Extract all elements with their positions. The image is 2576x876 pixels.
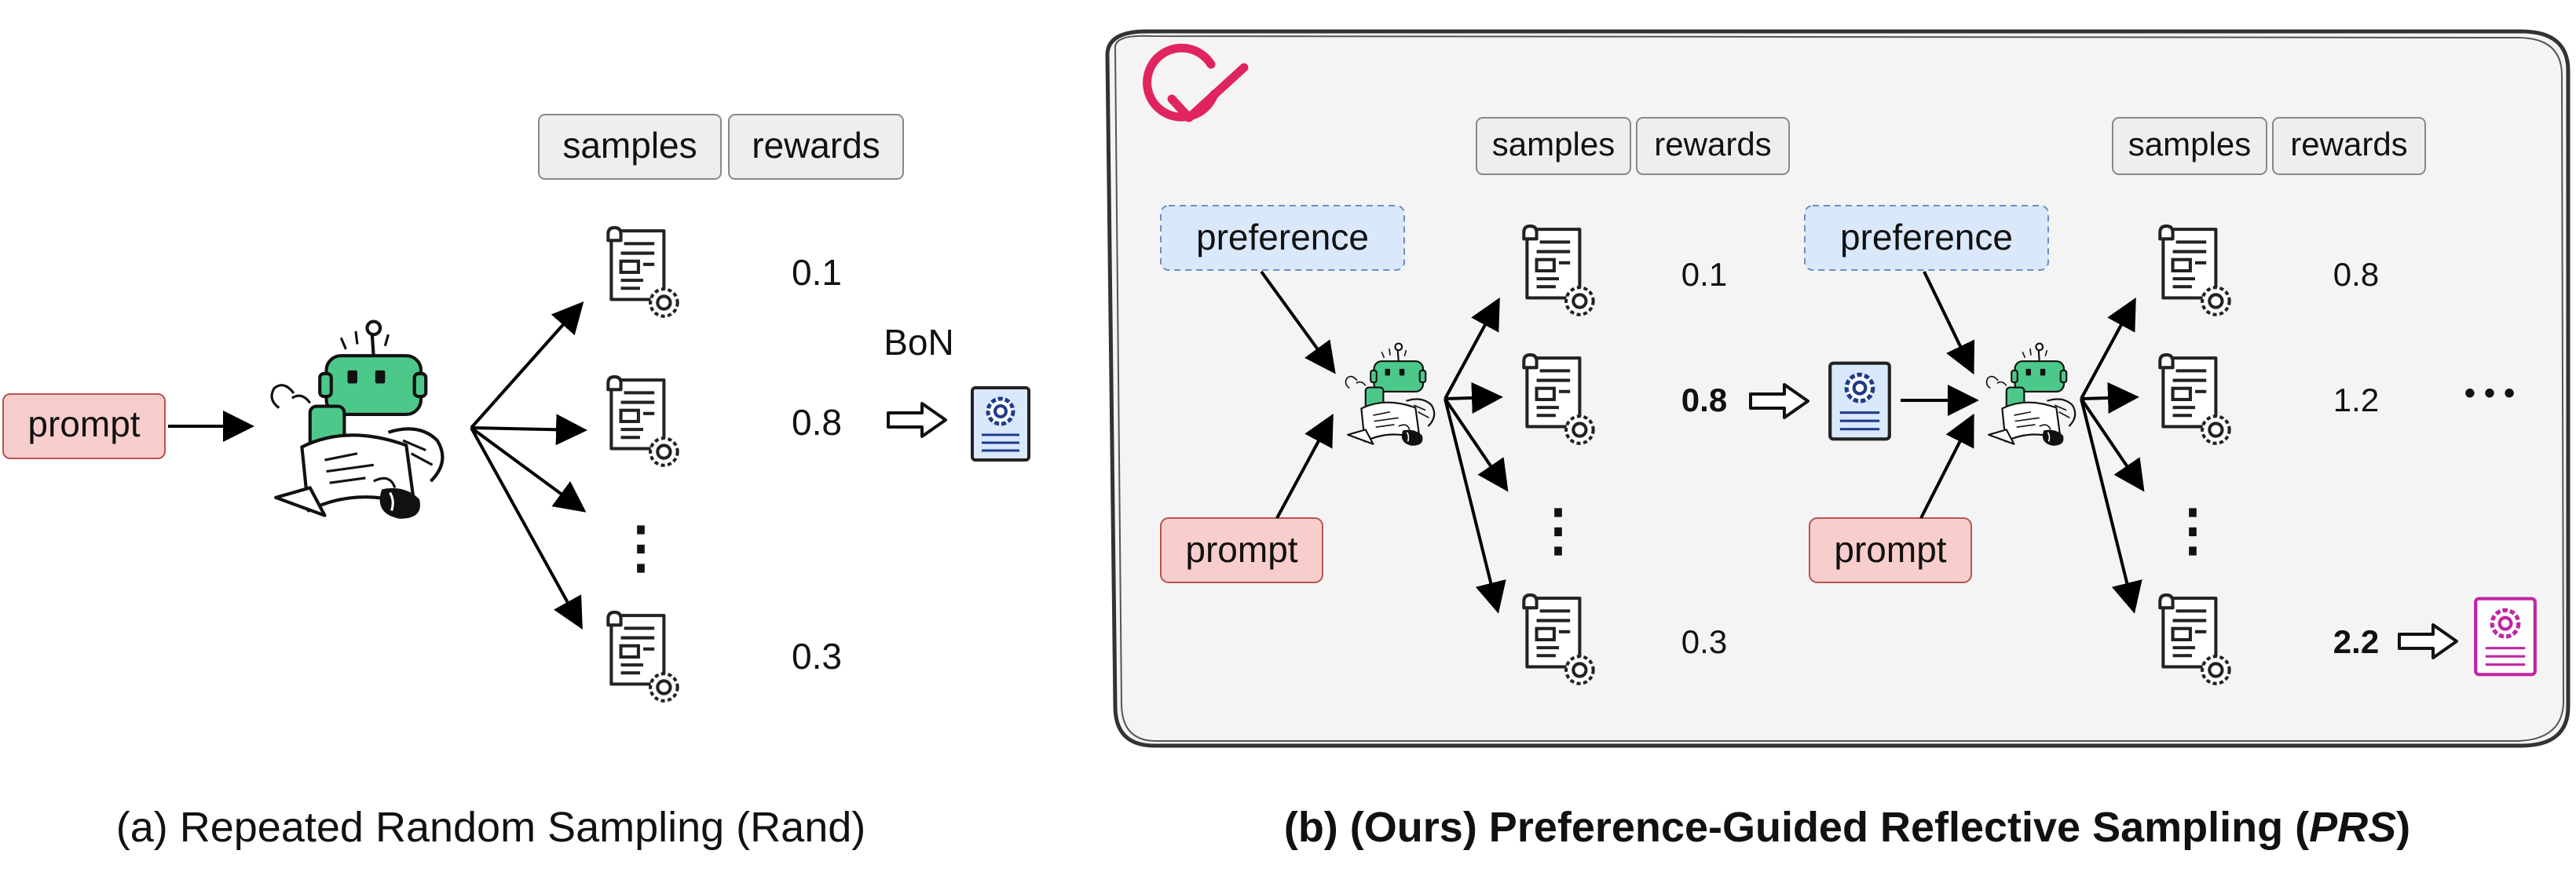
vertical-ellipsis: ⋮ bbox=[1530, 499, 1586, 562]
panel-repeated-random-sampling: prompt samples rewards ⋮ 0.1 0.8 0.3 BoN… bbox=[2, 114, 1029, 851]
document-gear-icon bbox=[608, 612, 677, 701]
reward-value: 0.3 bbox=[1681, 623, 1727, 660]
reward-value: 1.2 bbox=[2333, 381, 2379, 418]
document-gear-icon bbox=[608, 377, 677, 465]
final-document-icon bbox=[2475, 599, 2535, 675]
prompt-box: prompt bbox=[2, 393, 166, 459]
reward-value: 0.8 bbox=[2333, 256, 2379, 293]
reward-value: 0.1 bbox=[792, 252, 842, 293]
hollow-arrow-icon bbox=[887, 402, 947, 438]
vertical-ellipsis: ⋮ bbox=[2164, 499, 2221, 562]
samples-rewards-header: samples rewards bbox=[538, 114, 904, 180]
samples-header: samples bbox=[2128, 126, 2251, 162]
preference-label: preference bbox=[1196, 217, 1369, 257]
prompt-box bbox=[1160, 517, 1323, 583]
sample-arrows bbox=[470, 301, 587, 630]
rewards-header: rewards bbox=[2290, 126, 2407, 162]
reward-value: 0.3 bbox=[792, 636, 842, 677]
preference-label: preference bbox=[1840, 217, 2013, 257]
caption-b: (b) (Ours) Preference-Guided Reflective … bbox=[1284, 804, 2410, 851]
prompt-label: prompt bbox=[1834, 529, 1946, 570]
robot-reading-icon bbox=[272, 322, 442, 519]
bon-label: BoN bbox=[884, 322, 953, 363]
preference-box bbox=[1160, 205, 1405, 271]
rewards-header: rewards bbox=[1654, 126, 1771, 162]
prompt-label: prompt bbox=[1185, 529, 1297, 570]
prompt-label: prompt bbox=[27, 403, 140, 444]
round-1: preference prompt samples rewards ⋮ 0.1 … bbox=[1160, 117, 1979, 684]
document-gear-icon bbox=[608, 228, 677, 316]
selected-document-icon bbox=[1830, 363, 1890, 440]
rewards-header: rewards bbox=[752, 125, 880, 166]
panel-prs: preference prompt samples rewards ⋮ 0.1 … bbox=[1105, 29, 2571, 851]
prompt-box bbox=[1809, 517, 1972, 583]
checkmark-circle-icon bbox=[1143, 43, 1249, 122]
continuation-dots: • • • bbox=[2464, 376, 2515, 411]
vertical-ellipsis: ⋮ bbox=[613, 516, 669, 579]
reward-value-selected: 0.8 bbox=[1681, 381, 1727, 418]
samples-header: samples bbox=[1492, 126, 1615, 162]
round-2: preference prompt samples rewards ⋮ 0.8 … bbox=[1804, 117, 2535, 684]
caption-a: (a) Repeated Random Sampling (Rand) bbox=[116, 804, 866, 851]
reward-value: 0.1 bbox=[1681, 256, 1727, 293]
reward-value: 0.8 bbox=[792, 402, 842, 443]
preference-box bbox=[1804, 205, 2049, 271]
reward-value-selected: 2.2 bbox=[2333, 623, 2379, 660]
samples-header: samples bbox=[562, 125, 697, 166]
selected-document-icon bbox=[972, 388, 1029, 460]
